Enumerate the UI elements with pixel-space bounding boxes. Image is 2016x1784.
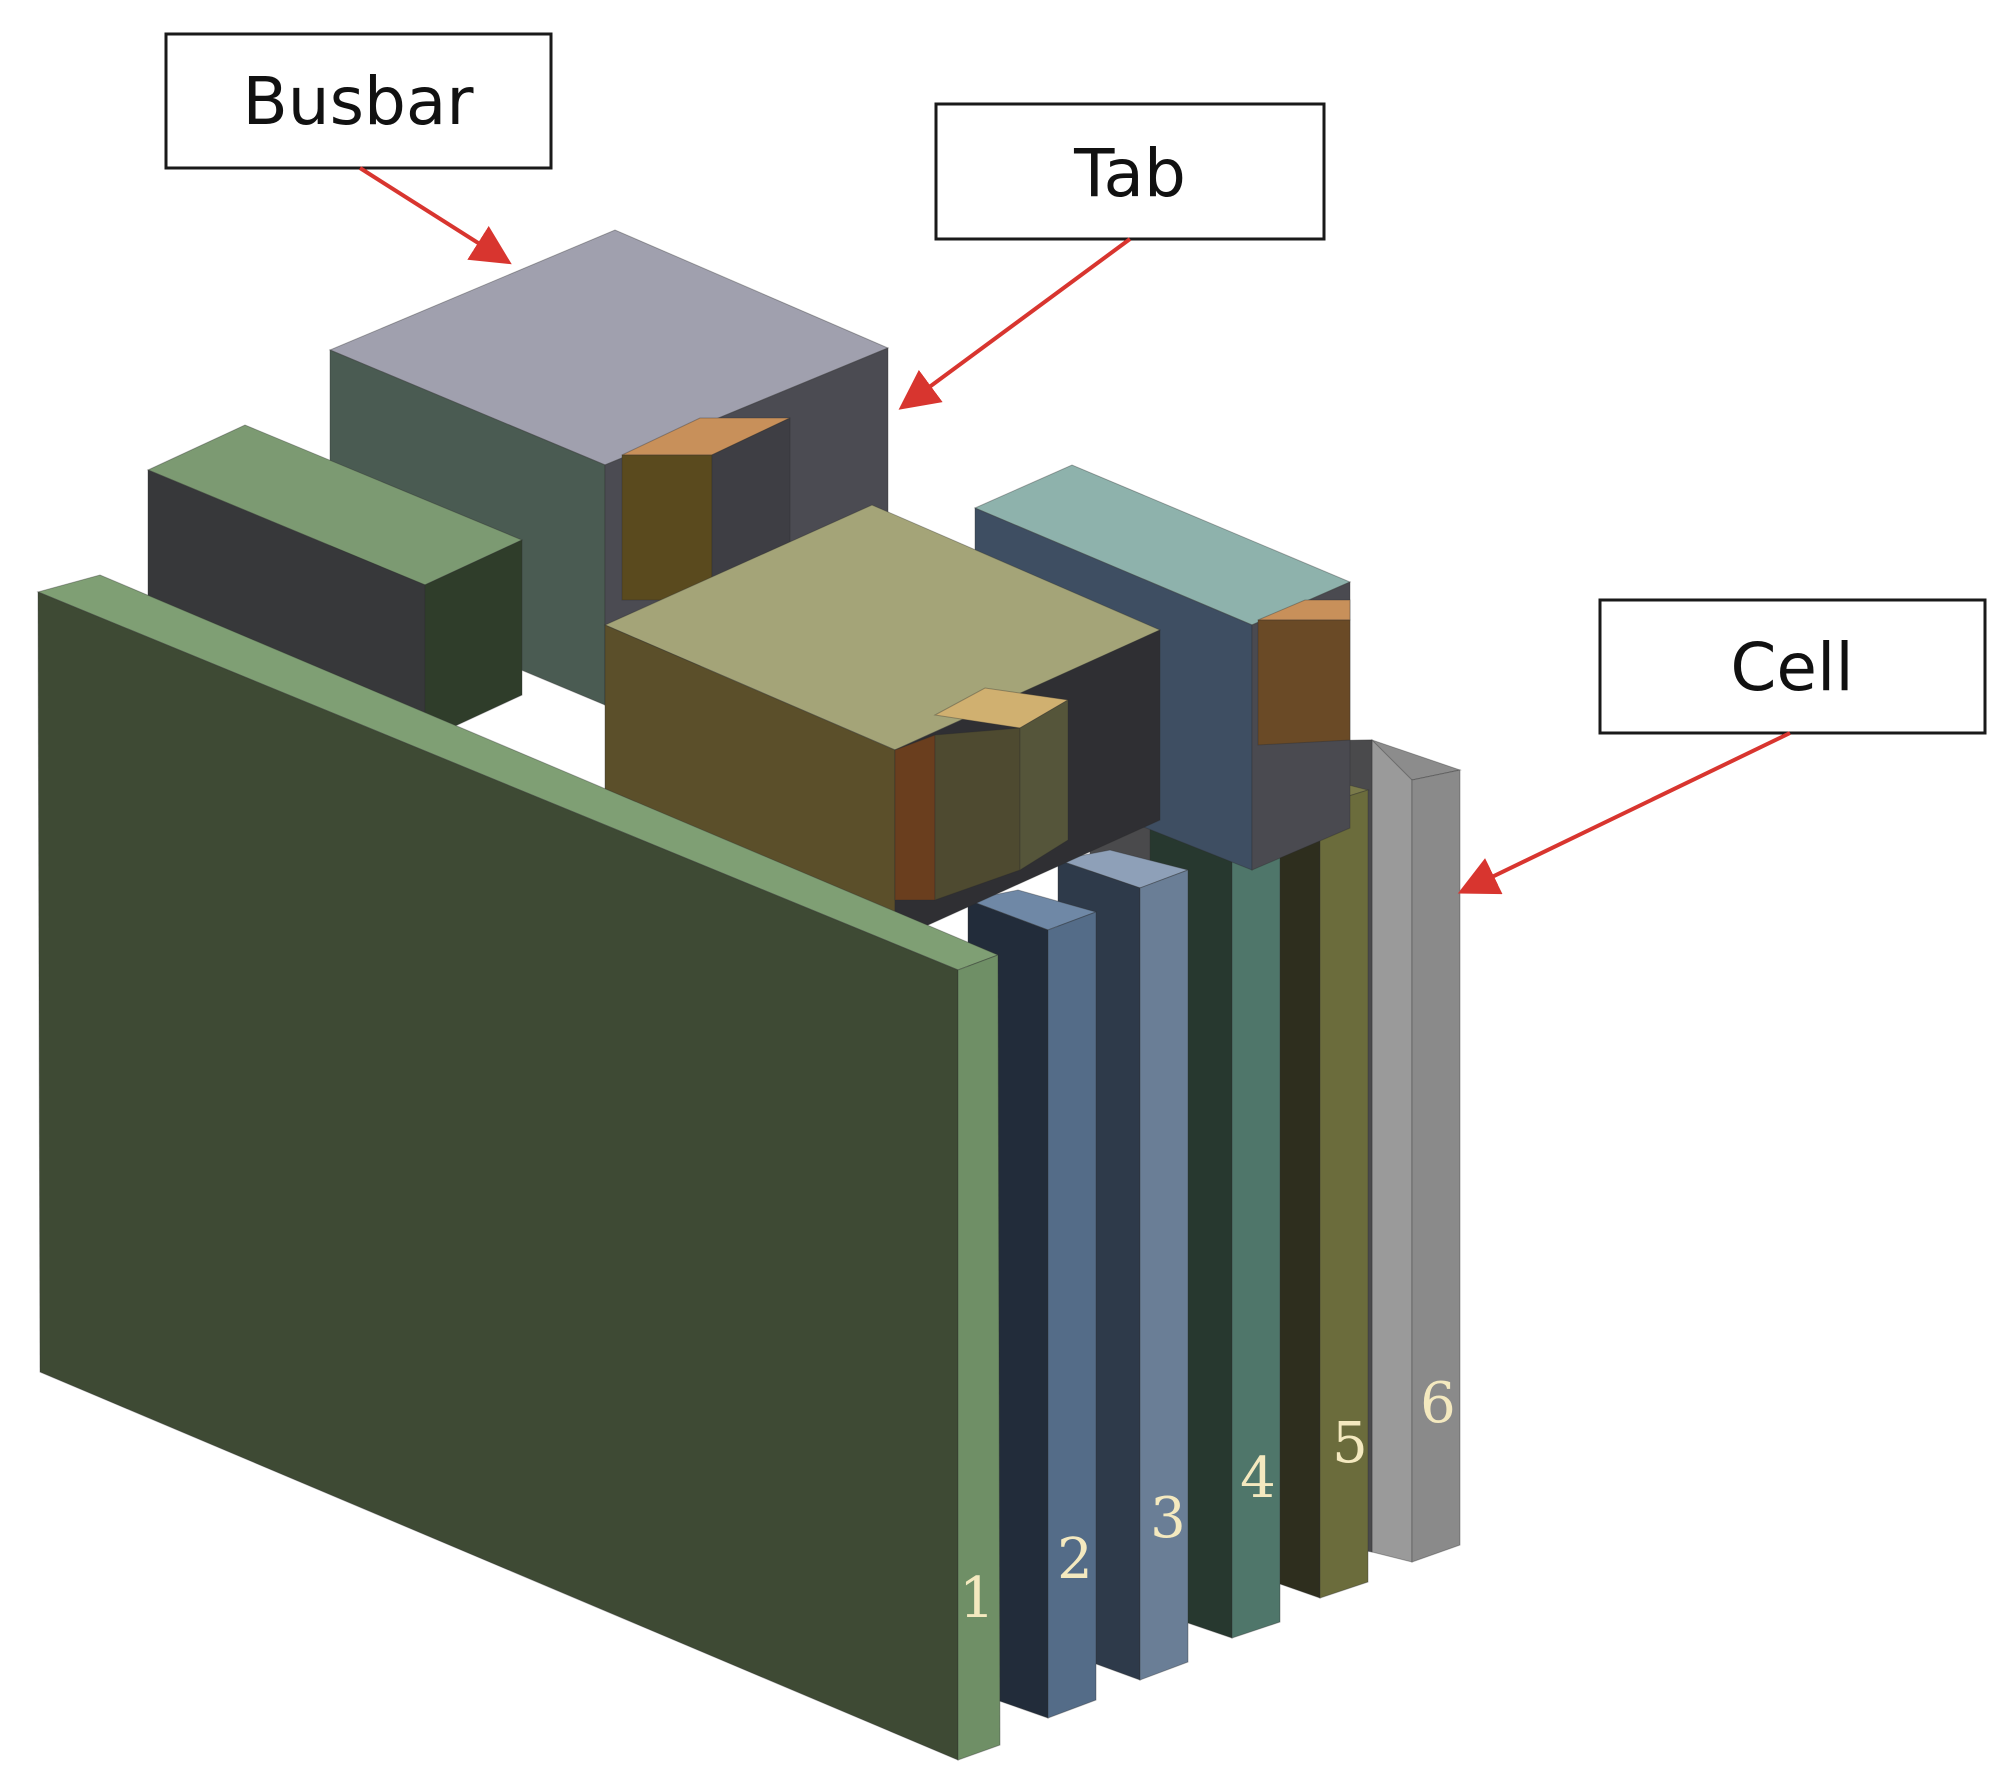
cell-number-labels: 1 2 3 4 5 6 [959, 1371, 1456, 1631]
cell-number-5: 5 [1332, 1411, 1368, 1476]
busbar-callout: Busbar [164, 32, 553, 170]
cell-number-4: 4 [1240, 1446, 1276, 1511]
cell-number-3: 3 [1150, 1486, 1186, 1551]
cell-callout-box [1598, 598, 1987, 735]
cell-number-1: 1 [959, 1566, 995, 1631]
cell-callout: Cell [1598, 598, 1987, 735]
tab-label: Tab [1073, 135, 1186, 212]
cell-number-2: 2 [1057, 1527, 1093, 1592]
tab-arrow [898, 237, 1132, 410]
cell-label: Cell [1730, 629, 1853, 706]
cell-1 [36, 574, 1001, 1761]
cell-arrow [1457, 731, 1791, 895]
busbar-callout-box [164, 32, 553, 170]
right-tab [1257, 599, 1351, 746]
front-tab [894, 687, 1070, 901]
cell-number-6: 6 [1420, 1371, 1456, 1436]
busbar-label: Busbar [243, 63, 475, 140]
tab-callout: Tab [934, 102, 1326, 241]
busbar-arrow [358, 166, 512, 265]
left-busbar [146, 424, 524, 741]
